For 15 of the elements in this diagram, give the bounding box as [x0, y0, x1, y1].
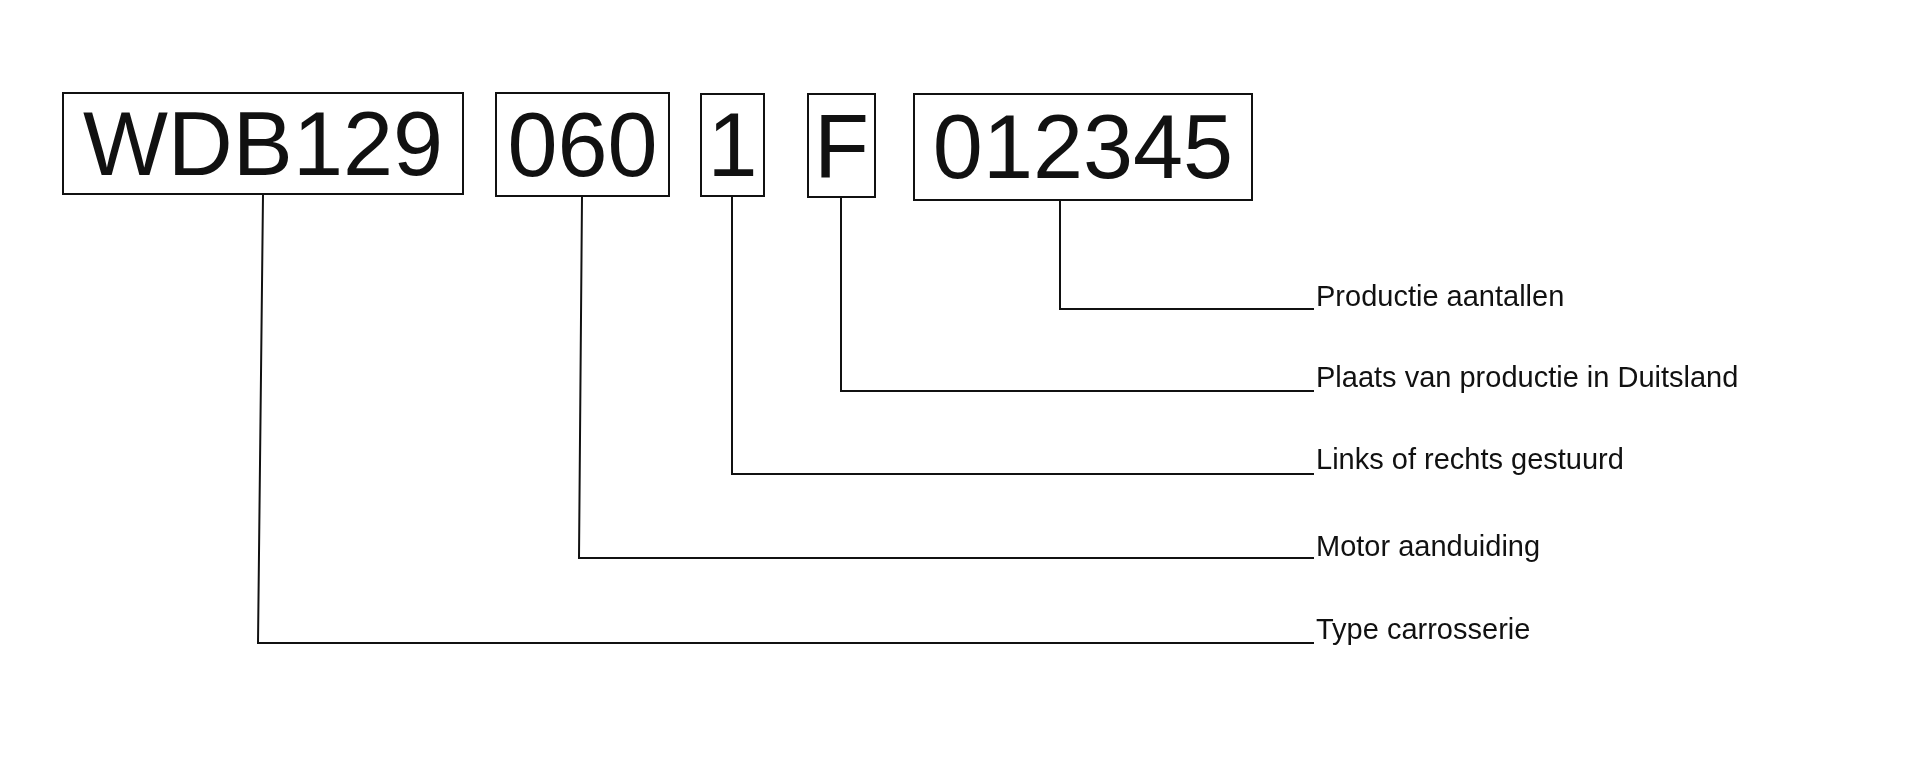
leader-line: [840, 197, 1315, 392]
callout-label: Plaats van productie in Duitsland: [1316, 360, 1739, 394]
vin-segment-box: 012345: [913, 93, 1253, 201]
leader-line: [1059, 200, 1315, 310]
vin-segment-box: 1: [700, 93, 765, 197]
callout-label: Motor aanduiding: [1316, 529, 1541, 563]
leader-line: [731, 196, 1315, 475]
vin-segment-box: F: [807, 93, 876, 198]
callout-label: Type carrosserie: [1316, 612, 1531, 646]
vin-segment-box: WDB129: [62, 92, 464, 195]
leader-line: [578, 196, 1315, 559]
vin-segment-box: 060: [495, 92, 670, 197]
leader-line: [257, 194, 1315, 644]
callout-label: Links of rechts gestuurd: [1316, 442, 1624, 476]
callout-label: Productie aantallen: [1316, 279, 1565, 313]
